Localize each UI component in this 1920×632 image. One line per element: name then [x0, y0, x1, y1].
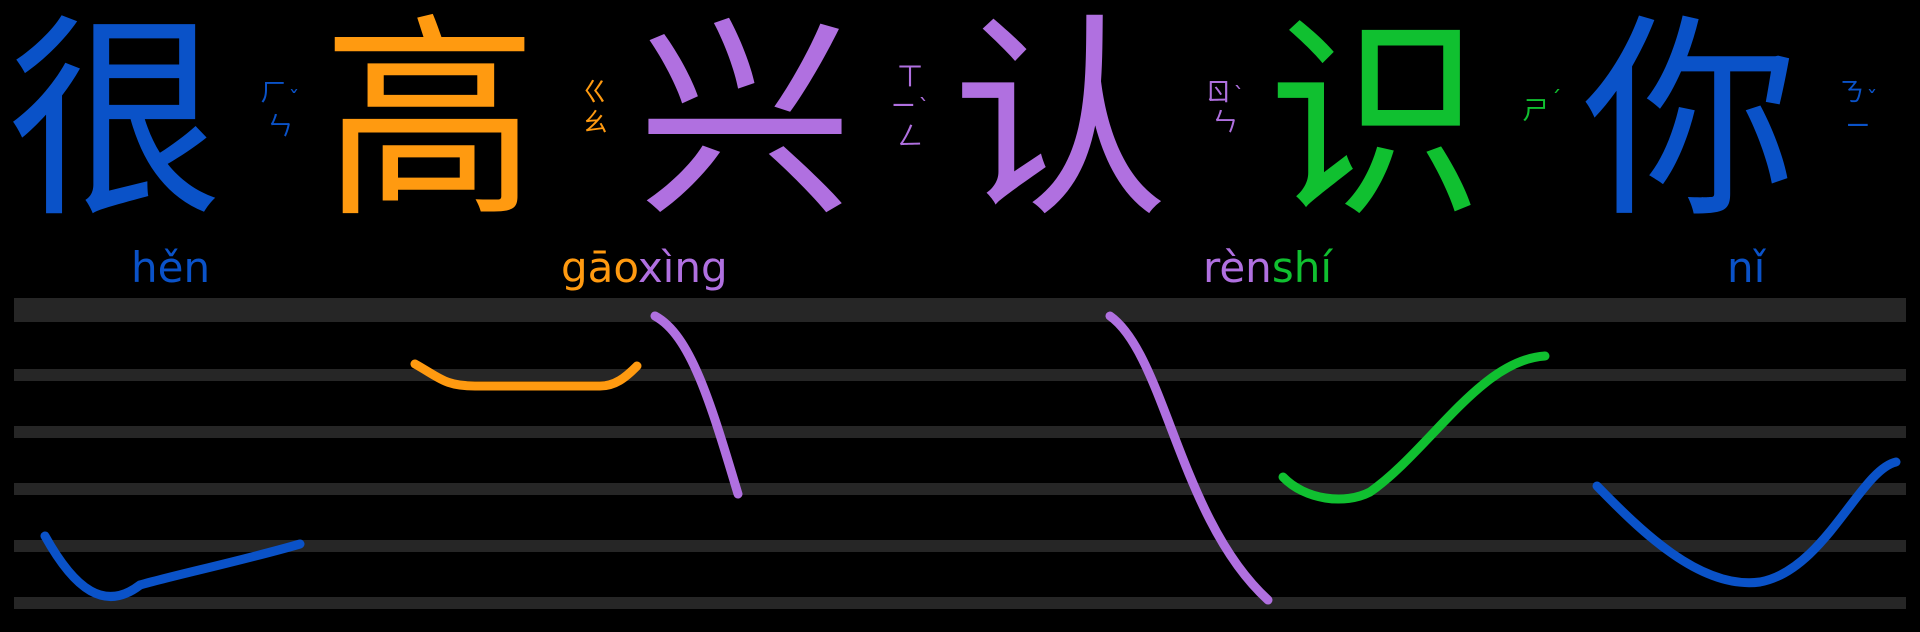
pinyin-word-hen: hěn [131, 240, 210, 296]
hanzi-hen: 很 [6, 0, 223, 247]
pinyin-word-ni: nǐ [1727, 240, 1765, 296]
zhuyin-symbol: ㄖ [1205, 78, 1232, 108]
staff-line [14, 369, 1906, 381]
tone-contour-hen [40, 531, 305, 601]
zhuyin-symbol: ㄣ [266, 112, 293, 142]
tone-contour-xing [650, 311, 743, 499]
staff-lines [14, 298, 1906, 609]
staff-line [14, 298, 1906, 322]
staff-line [14, 540, 1906, 552]
hanzi-shi: 识 [1266, 0, 1483, 247]
tone-contour-shi [1278, 351, 1550, 504]
tone-contour-ni [1592, 457, 1901, 588]
zhuyin-gao: ㄍ ㄠ [575, 78, 615, 138]
pinyin-syllable: rèn [1203, 243, 1272, 292]
pinyin-syllable: shí [1271, 243, 1332, 292]
zhuyin-tone-mark: ˇ [288, 88, 300, 113]
zhuyin-tone-mark: ˊ [1550, 88, 1562, 113]
zhuyin-symbol: ㄥ [896, 122, 923, 152]
staff-line [14, 483, 1906, 495]
hanzi-ni: 你 [1581, 0, 1798, 247]
zhuyin-symbol: ㄧ [890, 92, 917, 122]
pinyin-syllable: hěn [131, 243, 211, 292]
zhuyin-tone-mark: ˇ [1866, 88, 1878, 113]
zhuyin-symbol: ㄠ [581, 108, 608, 138]
zhuyin-tone-mark: ˋ [918, 96, 930, 121]
pinyin-syllable: nǐ [1727, 243, 1766, 292]
zhuyin-symbol: ㄒ [896, 62, 923, 92]
hanzi-gao: 高 [321, 0, 538, 247]
zhuyin-symbol: ㄏ [260, 78, 287, 108]
pinyin-syllable: gāo [561, 243, 638, 292]
hanzi-ren: 认 [951, 0, 1168, 247]
zhuyin-symbol: ㄣ [1211, 108, 1238, 138]
zhuyin-tone-mark: ˋ [1233, 84, 1245, 109]
tone-contour-gao [410, 359, 642, 391]
pinyin-syllable: xìng [637, 243, 728, 292]
zhuyin-symbol: ㄍ [581, 78, 608, 108]
pinyin-word-gaoxing: gāoxìng [561, 240, 728, 296]
tone-contour-ren [1105, 311, 1273, 605]
staff-line [14, 597, 1906, 609]
zhuyin-symbol: ㄋ [1838, 78, 1865, 108]
staff-line [14, 426, 1906, 438]
zhuyin-symbol: ㄕ [1522, 96, 1549, 126]
hanzi-xing: 兴 [636, 0, 853, 247]
zhuyin-symbol: ㄧ [1844, 112, 1871, 142]
pinyin-word-renshi: rènshí [1203, 240, 1332, 296]
